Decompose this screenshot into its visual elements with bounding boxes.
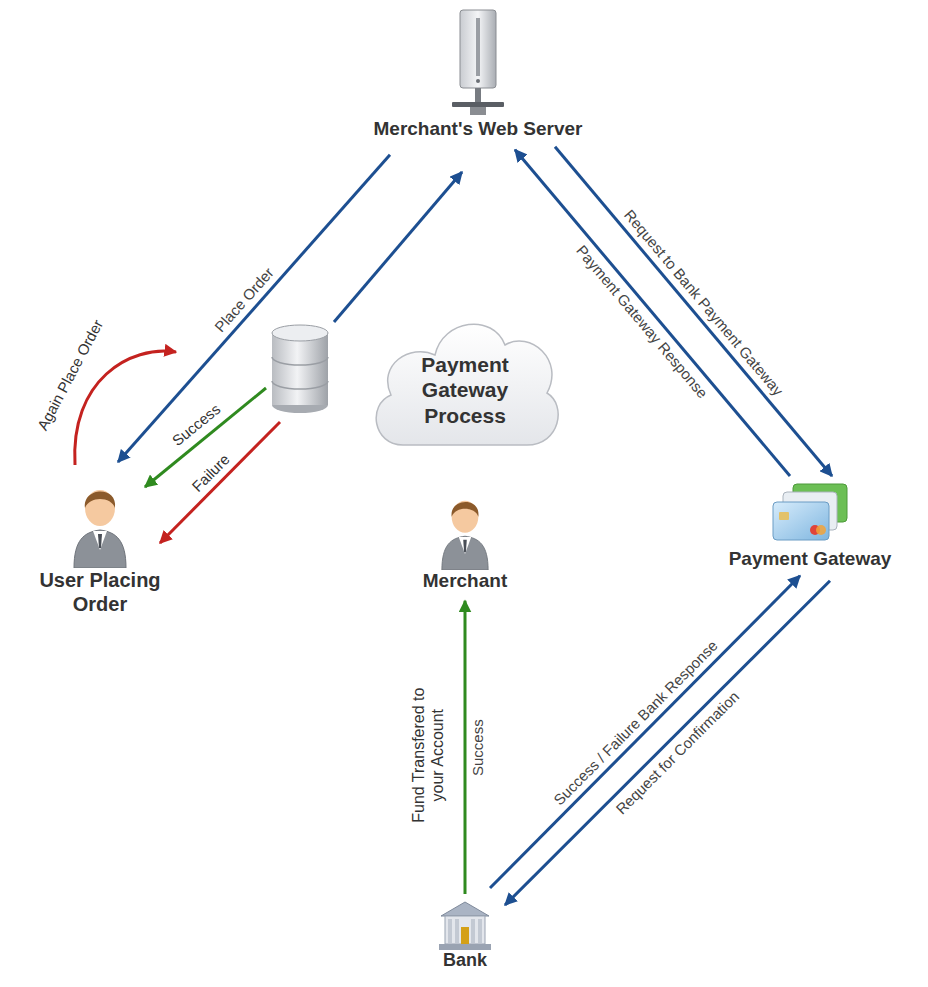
flow-arrow <box>555 147 832 476</box>
node-icon <box>437 900 493 950</box>
user-node: User Placing Order <box>30 478 170 616</box>
cloud-shape <box>376 324 558 445</box>
node-label: Bank <box>437 950 493 972</box>
edge-label: Request for Confirmation <box>612 688 742 818</box>
node-icon <box>436 490 494 570</box>
process-cloud: Payment Gateway Process <box>365 305 565 455</box>
bank-node: Bank <box>437 900 493 972</box>
database-body <box>272 333 328 405</box>
node-label: Merchant's Web Server <box>373 118 582 141</box>
flow-arrow <box>505 581 830 905</box>
gateway-node: Payment Gateway <box>729 478 892 571</box>
database-icon <box>272 325 328 413</box>
node-label: Payment Gateway Process <box>410 352 520 428</box>
flow-note: Fund Transfered to your Account <box>409 676 447 834</box>
node-icon <box>68 478 132 568</box>
edge-label: Place Order <box>211 264 277 335</box>
flow-arrow <box>464 601 467 894</box>
icon-graphic <box>773 484 847 540</box>
database-body <box>272 333 328 405</box>
merchant-node: Merchant <box>423 490 507 593</box>
again-order-arrow <box>75 351 176 465</box>
flow-note: Success <box>168 400 223 450</box>
flow-note: Failure <box>188 450 233 495</box>
edge-label: Success <box>468 719 485 776</box>
server-node: Merchant's Web Server <box>373 8 582 141</box>
icon-graphic <box>439 902 491 950</box>
icon-graphic <box>74 490 126 568</box>
edge-label: Payment Gateway Response <box>573 242 711 402</box>
database-ring <box>272 357 328 389</box>
node-label: Merchant <box>423 570 507 593</box>
icon-graphic <box>442 501 488 570</box>
node-label: User Placing Order <box>30 568 170 616</box>
node-label: Payment Gateway <box>729 548 892 571</box>
node-icon <box>769 478 851 548</box>
edge-label: Request to Bank Payment Gateway <box>621 206 787 399</box>
flow-arrow <box>118 155 390 462</box>
flow-note: Again Place Order <box>33 317 106 434</box>
icon-graphic <box>452 10 504 115</box>
flow-arrow <box>490 576 800 888</box>
node-icon <box>448 8 508 118</box>
database-top <box>272 325 328 341</box>
